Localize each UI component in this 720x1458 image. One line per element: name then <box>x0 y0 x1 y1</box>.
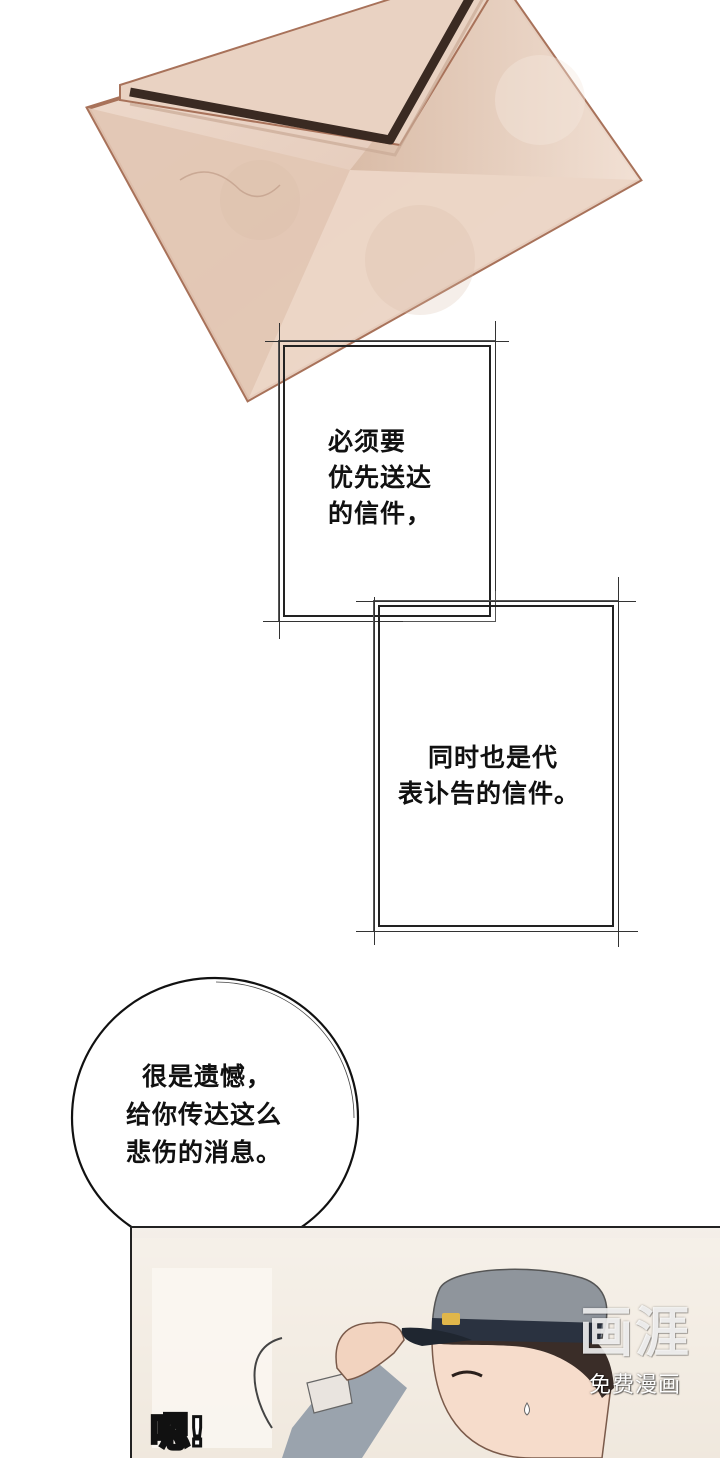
frame-tick <box>263 621 403 622</box>
caption-line: 表讣告的信件。 <box>398 779 581 808</box>
caption-box-bottom <box>356 577 638 947</box>
caption-frame <box>373 600 619 932</box>
envelope-illustration <box>85 0 643 403</box>
bubble-line: 悲伤的消息。 <box>126 1138 283 1167</box>
frame-tick <box>618 577 619 947</box>
watermark: 画涯 免费漫画 <box>560 1300 710 1410</box>
frame-tick <box>495 321 496 591</box>
frame-tick <box>265 341 509 342</box>
frame-tick <box>356 601 636 602</box>
caption-text-bottom: 同时也是代 表讣告的信件。 <box>398 740 580 812</box>
comic-panel-postman <box>130 1226 720 1458</box>
postman-illustration <box>132 1238 720 1458</box>
bubble-line: 很是遗憾， <box>142 1062 273 1091</box>
sound-effect: 嗯! <box>148 1409 207 1458</box>
caption-line: 必须要 <box>328 427 407 456</box>
caption-line: 同时也是代 <box>428 743 559 772</box>
caption-frame <box>278 340 496 622</box>
speech-bubble-text: 很是遗憾， 给你传达这么 悲伤的消息。 <box>126 1058 282 1172</box>
frame-tick <box>356 931 638 932</box>
caption-text-top: 必须要 优先送达 的信件， <box>328 424 432 532</box>
frame-tick <box>374 597 375 945</box>
frame-tick <box>279 323 280 639</box>
caption-line: 的信件， <box>328 499 433 528</box>
bubble-line: 给你传达这么 <box>126 1100 283 1129</box>
watermark-brand: 画涯 <box>579 1301 691 1364</box>
caption-line: 优先送达 <box>328 463 433 492</box>
caption-box-top <box>263 321 509 639</box>
watermark-tagline: 免费漫画 <box>588 1373 681 1398</box>
